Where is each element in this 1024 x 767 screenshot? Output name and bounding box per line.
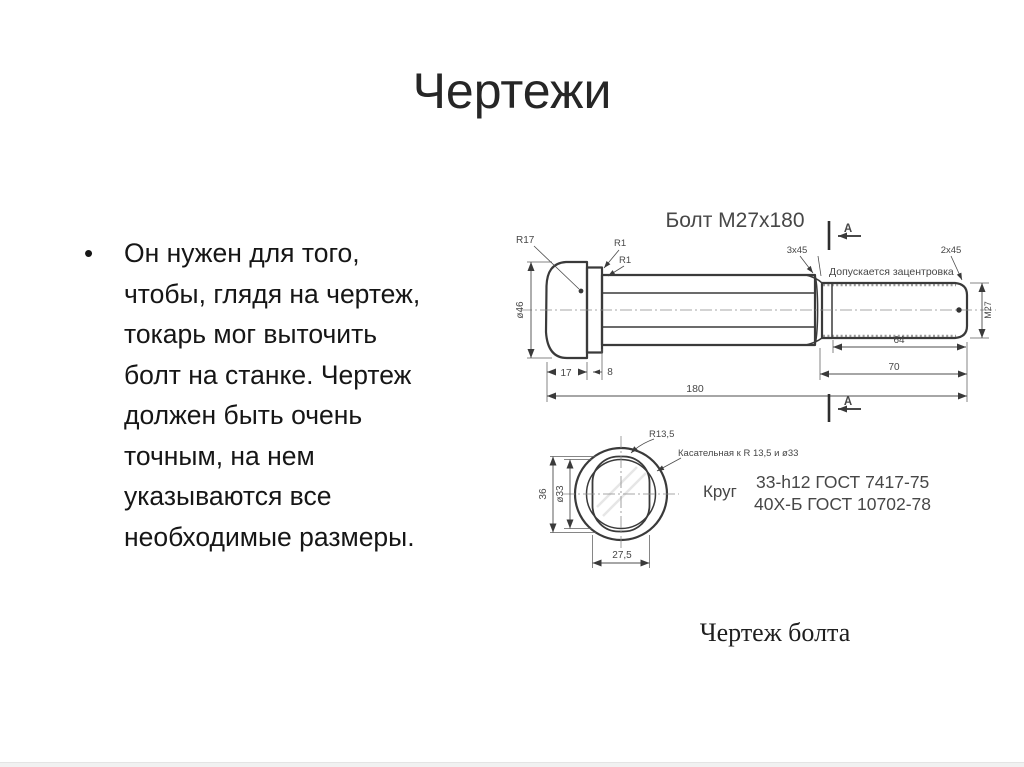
- material-kind: Круг: [703, 482, 737, 501]
- dim-collar-length: 8: [607, 367, 613, 378]
- dim-head-length: 17: [560, 368, 572, 379]
- section-marker-top: А: [844, 223, 852, 235]
- dim-chamfer-shank: 3х45: [787, 245, 808, 256]
- dim-section-width: 27,5: [612, 550, 632, 561]
- section-view: [549, 436, 682, 568]
- dim-chamfer-end: 2х45: [941, 245, 962, 256]
- bullet-marker: •: [84, 238, 94, 268]
- dim-fillet-top: R1: [614, 238, 626, 249]
- bolt-title: Болт М27х180: [665, 209, 804, 232]
- dim-thread-designation: М27: [983, 301, 993, 319]
- dim-thread-length-full: 70: [888, 362, 900, 373]
- dim-side-radius: R13,5: [649, 429, 674, 440]
- dim-stock-diameter: ø33: [555, 485, 566, 503]
- bolt-outline: [520, 260, 996, 360]
- material-spec-top: 33-h12 ГОСТ 7417-75: [756, 472, 929, 492]
- centering-note: Допускается зацентровка: [829, 266, 954, 278]
- page-title: Чертежи: [412, 63, 612, 119]
- dim-head-radius: R17: [516, 235, 535, 246]
- slide-bottom-edge: [0, 762, 1024, 767]
- bolt-drawing: Болт М27х180 Допускается зацентровка R17…: [500, 195, 1020, 665]
- dim-section-height: 36: [538, 488, 549, 500]
- dim-thread-length: 64: [893, 335, 905, 346]
- material-spec-bottom: 40Х-Б ГОСТ 10702-78: [754, 494, 931, 514]
- dimension-lines: [527, 245, 989, 402]
- dim-overall-length: 180: [686, 383, 704, 395]
- tangent-note: Касательная к R 13,5 и ø33: [678, 448, 798, 459]
- bullet-text: Он нужен для того, чтобы, глядя на черте…: [124, 238, 421, 552]
- section-markers: [827, 221, 861, 422]
- bolt-drawing-svg: Болт М27х180 Допускается зацентровка R17…: [515, 209, 996, 568]
- section-marker-bottom: А: [844, 396, 852, 408]
- dim-head-diameter: ø46: [515, 301, 526, 319]
- dim-fillet-bottom: R1: [619, 255, 631, 266]
- figure-caption: Чертеж болта: [699, 618, 851, 647]
- bullet-list: • Он нужен для того, чтобы, глядя на чер…: [84, 233, 429, 557]
- center-hole-dot: [956, 307, 962, 313]
